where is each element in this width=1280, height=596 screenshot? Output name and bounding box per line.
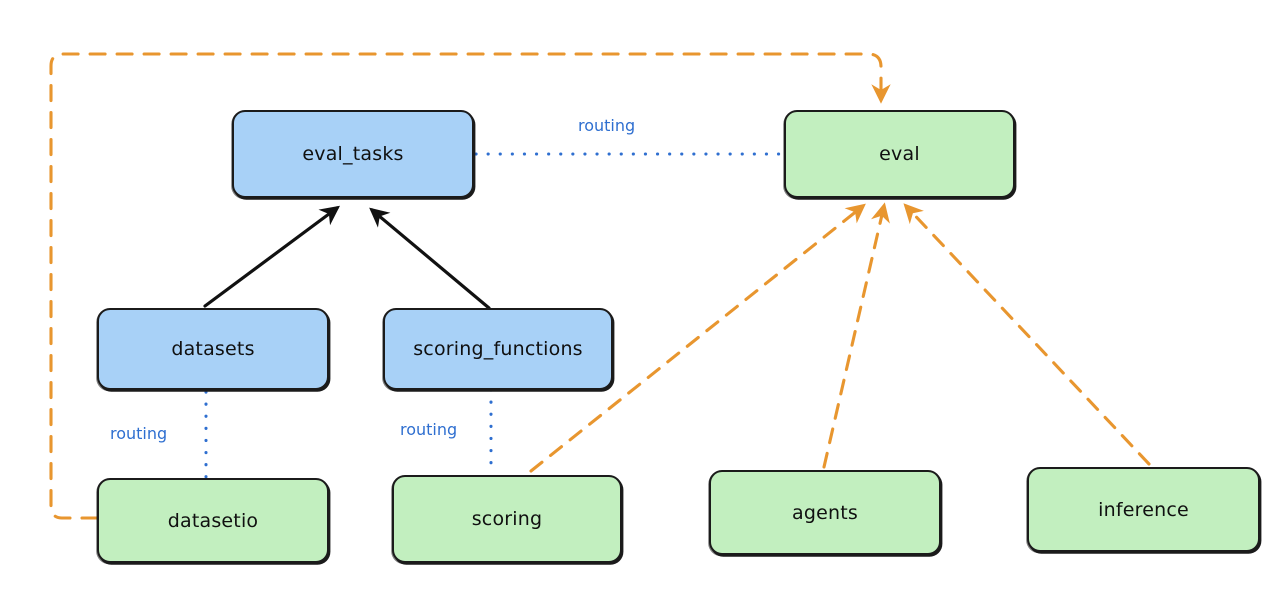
edge-scoring_functions-to-eval_tasks xyxy=(369,207,491,310)
edge-inference-to-eval xyxy=(903,203,1151,466)
node-label: scoring xyxy=(471,508,543,530)
node-label: eval xyxy=(879,143,920,165)
edge-datasets-to-eval_tasks xyxy=(203,205,340,308)
node-eval_tasks[interactable]: eval_tasks xyxy=(232,110,474,198)
node-datasetio[interactable]: datasetio xyxy=(97,478,329,563)
node-eval[interactable]: eval xyxy=(784,110,1015,198)
node-datasets[interactable]: datasets xyxy=(97,308,329,390)
node-label: eval_tasks xyxy=(302,143,404,165)
node-label: datasetio xyxy=(167,509,259,532)
node-scoring[interactable]: scoring xyxy=(392,475,622,563)
edge-label-routing-scoring_fns-scoring: routing xyxy=(400,420,458,439)
node-label: datasets xyxy=(171,338,255,360)
node-label: inference xyxy=(1098,498,1189,521)
node-agents[interactable]: agents xyxy=(709,470,941,555)
edge-label-routing-eval_tasks-eval: routing xyxy=(578,116,636,135)
edge-label-routing-datasets-datasetio: routing xyxy=(110,424,168,443)
edge-agents-to-eval xyxy=(822,202,890,469)
edge-datasetio-to-eval xyxy=(49,52,891,520)
node-scoring_functions[interactable]: scoring_functions xyxy=(383,308,613,390)
edge-scoring-to-eval xyxy=(529,203,866,473)
node-inference[interactable]: inference xyxy=(1027,467,1260,552)
node-label: agents xyxy=(792,501,858,524)
node-label: scoring_functions xyxy=(413,338,583,360)
